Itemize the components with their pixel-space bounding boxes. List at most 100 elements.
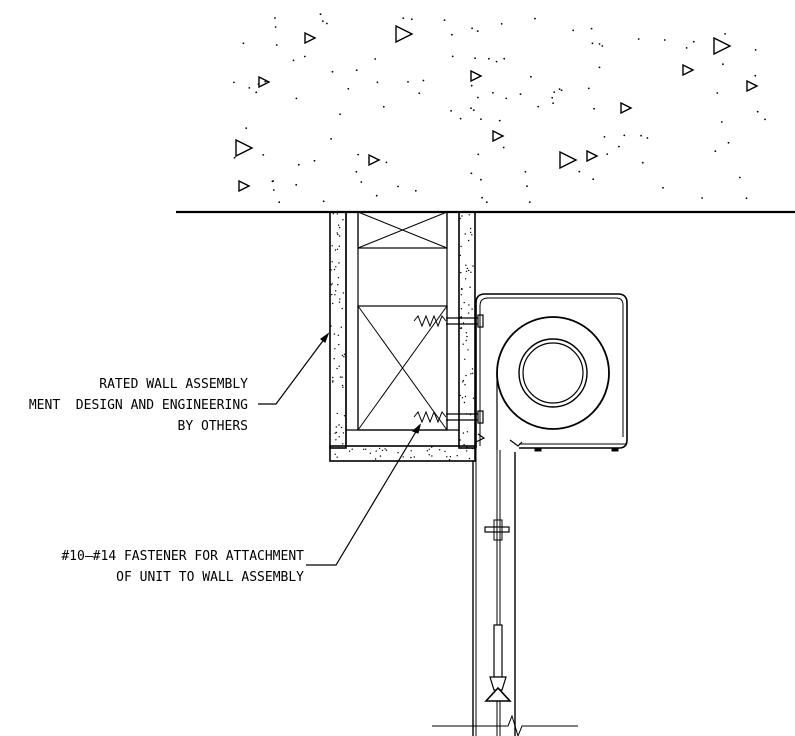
gypsum-dot — [338, 262, 340, 264]
stipple-dot — [274, 17, 276, 19]
gypsum-dot — [331, 261, 333, 263]
gypsum-dot — [339, 376, 342, 378]
stipple-dot — [528, 201, 531, 204]
stipple-dot — [764, 118, 766, 121]
gypsum-dot — [338, 436, 340, 438]
gypsum-dot — [375, 450, 377, 452]
gypsum-dot — [384, 448, 386, 450]
stipple-dot — [360, 181, 363, 183]
stipple-dot — [606, 153, 609, 156]
fastener-leader — [306, 424, 421, 566]
stipple-dot — [724, 33, 726, 35]
gypsum-dot — [331, 283, 333, 285]
wall-label-line3: BY OTHERS — [178, 419, 248, 434]
stipple-dot — [551, 96, 554, 99]
gypsum-dot — [335, 431, 338, 434]
gypsum-dot — [439, 449, 441, 451]
gypsum-dot — [468, 214, 470, 216]
gypsum-dot — [335, 266, 337, 268]
stipple-dot — [326, 22, 328, 25]
stipple-dot — [578, 170, 581, 173]
gypsum-dot — [374, 458, 377, 460]
gypsum-dot — [381, 449, 384, 451]
gypsum-dot — [460, 327, 462, 329]
gypsum-dot — [462, 432, 465, 434]
gypsum-dot — [428, 448, 430, 450]
gypsum-dot — [449, 456, 452, 458]
gypsum-dot — [342, 432, 345, 434]
wall-label-line1: RATED WALL ASSEMBLY — [99, 377, 248, 392]
fastener-label-line2: OF UNIT TO WALL ASSEMBLY — [116, 570, 304, 585]
stipple-dot — [618, 145, 620, 148]
gypsum-dot — [338, 245, 340, 247]
gypsum-dot — [463, 401, 466, 404]
gypsum-dot — [332, 376, 334, 379]
gypsum-dot — [341, 354, 344, 357]
stipple-dot — [492, 91, 494, 94]
stipple-dot — [376, 81, 379, 84]
stipple-dot — [414, 189, 417, 192]
gypsum-dot — [336, 248, 339, 250]
gypsum-dot — [472, 265, 474, 267]
gypsum-dot — [462, 381, 464, 383]
gypsum-dot — [464, 278, 467, 280]
stipple-dot — [477, 153, 480, 156]
gypsum-dot — [464, 358, 466, 360]
stipple-dot — [248, 87, 251, 89]
stipple-dot — [472, 109, 475, 112]
stipple-dot — [397, 185, 399, 188]
stipple-dot — [264, 80, 267, 83]
coil-drum-inner — [522, 342, 584, 404]
gypsum-dot — [470, 271, 472, 273]
stipple-dot — [714, 150, 717, 153]
gypsum-dot — [465, 270, 468, 272]
aggregate-mark — [395, 24, 414, 44]
gypsum-dot — [337, 334, 340, 336]
stipple-dot — [295, 183, 298, 186]
gypsum-dot — [471, 368, 474, 370]
stipple-dot — [498, 119, 501, 122]
gypsum-dot — [466, 267, 468, 270]
stipple-dot — [292, 59, 295, 62]
gypsum-board-right — [458, 211, 476, 449]
gypsum-dot — [337, 277, 340, 279]
gypsum-dot — [469, 227, 472, 230]
gypsum-dot — [461, 397, 464, 399]
stipple-dot — [500, 23, 503, 25]
gypsum-dot — [363, 448, 365, 450]
stipple-dot — [459, 117, 462, 120]
stipple-dot — [402, 17, 405, 19]
gypsum-dot — [378, 447, 381, 450]
gypsum-dot — [464, 395, 467, 398]
coil-outer — [496, 316, 610, 430]
gypsum-dot — [446, 456, 448, 458]
gypsum-stipple — [330, 213, 475, 461]
gypsum-dot — [342, 292, 345, 294]
gypsum-dot — [468, 457, 471, 460]
gypsum-dot — [369, 452, 372, 454]
gypsum-dot — [338, 424, 340, 426]
gypsum-dot — [334, 432, 336, 434]
gypsum-dot — [336, 213, 339, 215]
stipple-dot — [242, 42, 245, 45]
aggregate-mark — [713, 36, 732, 56]
stipple-dot — [598, 43, 601, 45]
stipple-dot — [319, 13, 322, 16]
stipple-dot — [716, 92, 719, 94]
stipple-dot — [590, 27, 593, 30]
stipple-dot — [623, 134, 626, 137]
stipple-dot — [637, 38, 640, 40]
stipple-dot — [233, 156, 236, 159]
stipple-dot — [593, 107, 595, 110]
gypsum-dot — [462, 322, 465, 324]
stipple-dot — [339, 113, 341, 116]
gypsum-dot — [336, 412, 338, 415]
aggregate-mark — [682, 63, 695, 77]
stipple-dot — [524, 170, 527, 173]
stipple-dot — [598, 66, 601, 69]
gypsum-dot — [465, 264, 467, 266]
gypsum-dot — [472, 372, 474, 374]
stipple-dot — [382, 105, 385, 108]
gypsum-dot — [341, 307, 343, 310]
